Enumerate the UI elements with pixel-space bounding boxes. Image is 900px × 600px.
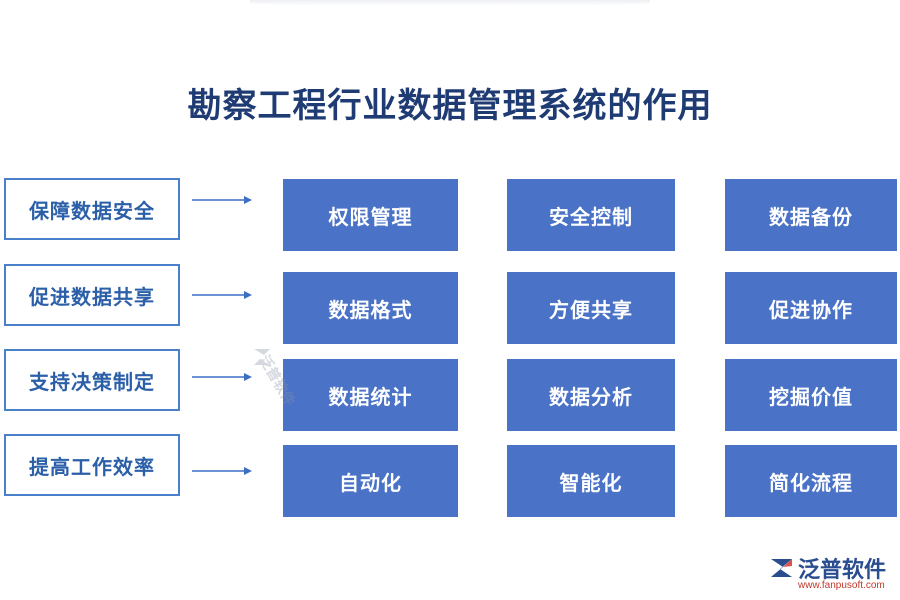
left-item-4: 提高工作效率 [4, 434, 180, 496]
grid-cell: 数据备份 [725, 179, 897, 251]
grid-cell: 数据分析 [507, 359, 675, 431]
grid-cell: 数据格式 [283, 272, 458, 344]
watermark-logo-icon [254, 349, 270, 365]
grid-cell: 自动化 [283, 445, 458, 517]
grid-cell: 简化流程 [725, 445, 897, 517]
grid-cell: 智能化 [507, 445, 675, 517]
arrow-right-icon [192, 373, 252, 381]
grid-cell: 方便共享 [507, 272, 675, 344]
top-shadow [250, 0, 650, 6]
arrow-right-icon [192, 291, 252, 299]
brand-name: 泛普软件 [798, 558, 887, 583]
arrow-right-icon [192, 196, 252, 204]
brand-logo-icon [771, 559, 792, 577]
arrow-right-icon [192, 467, 252, 475]
grid-cell: 安全控制 [507, 179, 675, 251]
watermark: 泛普软件 [250, 345, 310, 435]
brand-url: www.fanpusoft.com [798, 580, 885, 591]
grid-cell: 促进协作 [725, 272, 897, 344]
grid-cell: 挖掘价值 [725, 359, 897, 431]
grid-cell: 数据统计 [283, 359, 458, 431]
watermark-text: 泛普软件 [255, 352, 298, 409]
page-title: 勘察工程行业数据管理系统的作用 [187, 86, 713, 126]
left-item-3: 支持决策制定 [4, 349, 180, 411]
left-item-2: 促进数据共享 [4, 264, 180, 326]
left-item-1: 保障数据安全 [4, 178, 180, 240]
grid-cell: 权限管理 [283, 179, 458, 251]
brand-logo: 泛普软件 www.fanpusoft.com [768, 552, 898, 600]
